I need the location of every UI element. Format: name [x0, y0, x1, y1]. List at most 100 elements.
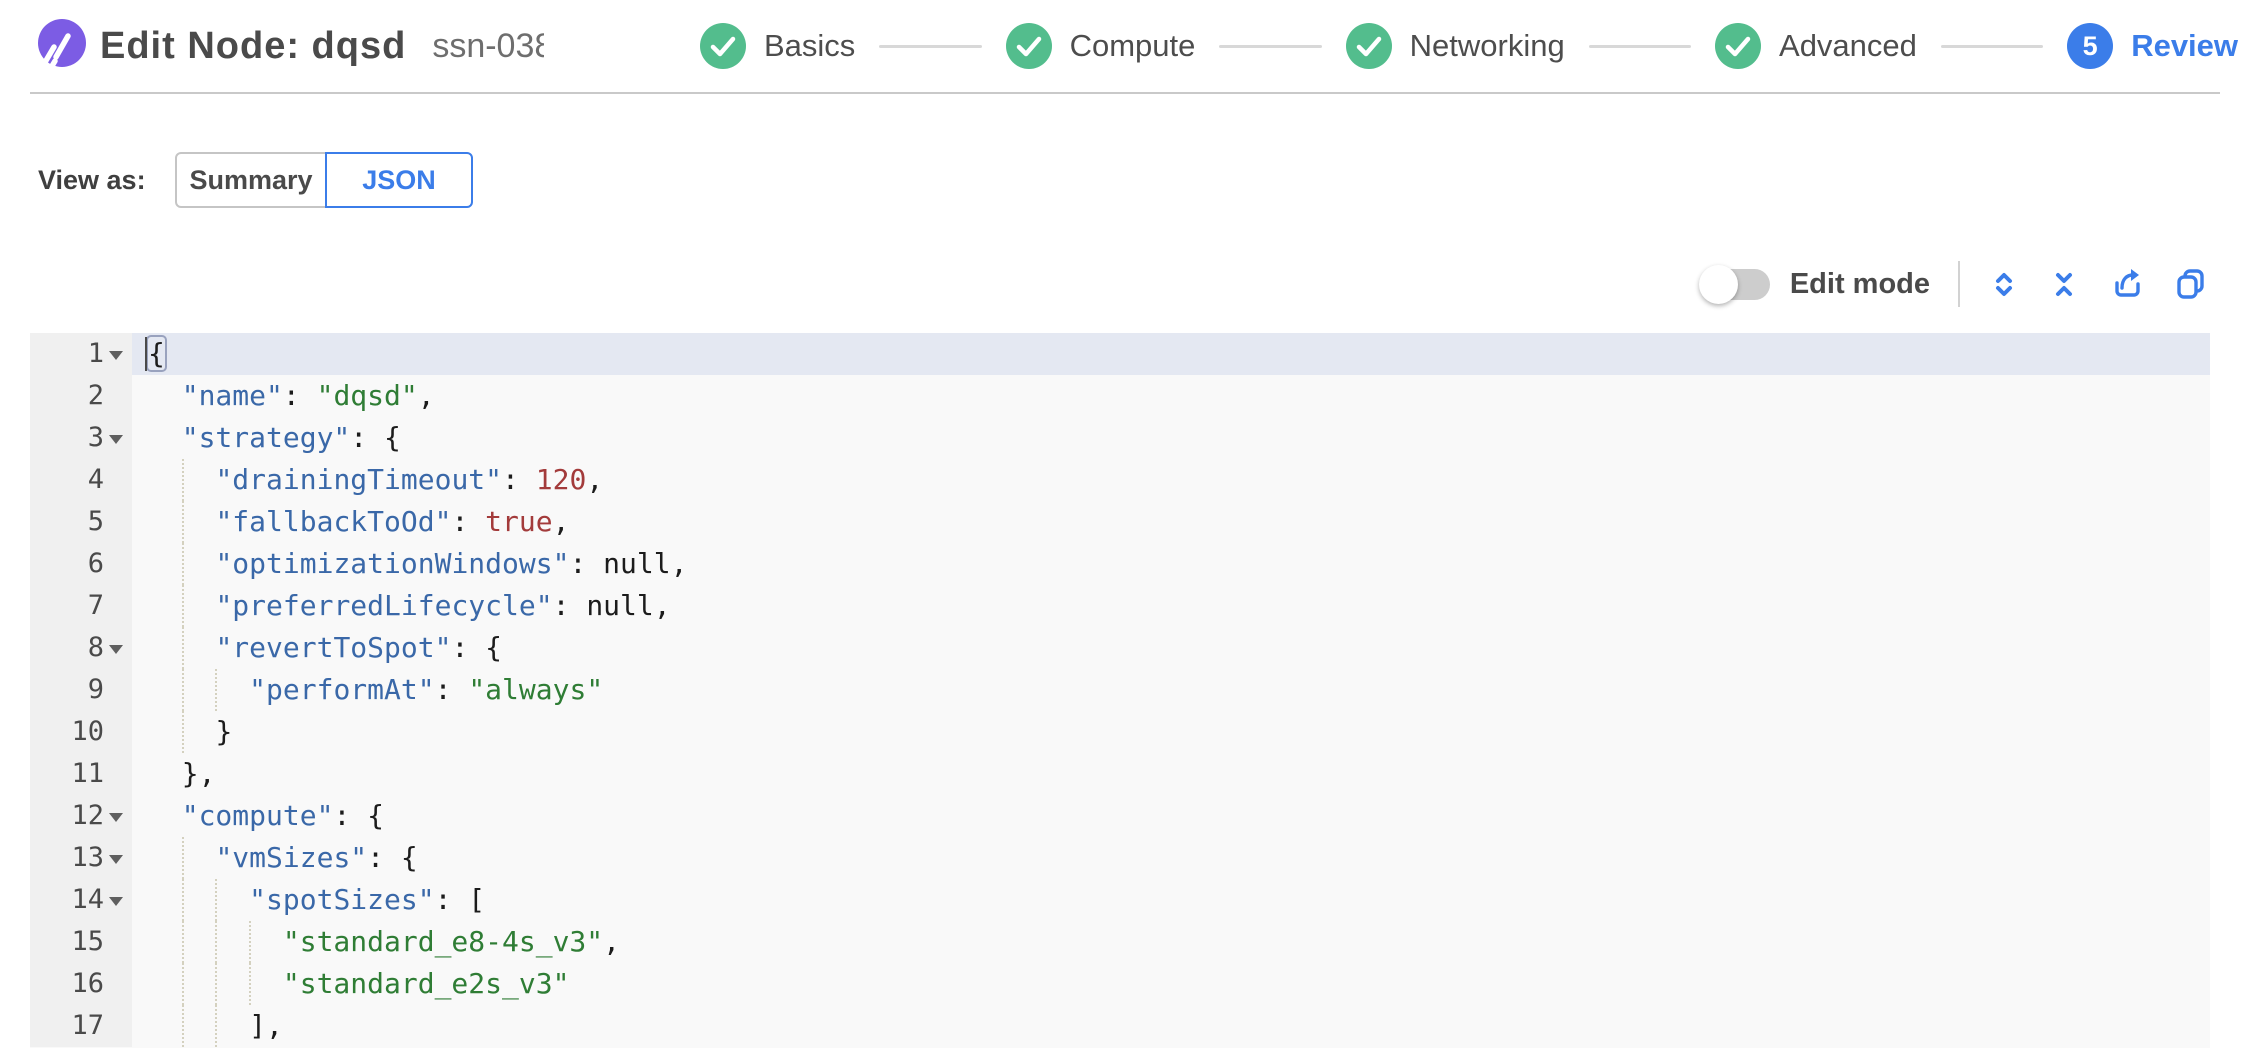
fold-toggle-icon[interactable]	[104, 837, 128, 879]
edit-mode-toggle[interactable]	[1698, 264, 1770, 304]
step-label: Compute	[1069, 28, 1196, 63]
step-networking[interactable]: Networking	[1345, 23, 1565, 69]
code-line: 9 "performAt": "always"	[30, 669, 2210, 711]
code-line: 4 "drainingTimeout": 120,	[30, 459, 2210, 501]
export-icon[interactable]	[2108, 266, 2144, 302]
node-id-subtitle: ssn-038	[432, 26, 545, 65]
indent-guide	[181, 585, 184, 627]
code-line-content[interactable]: {	[132, 333, 2210, 375]
spot-logo-icon	[32, 17, 88, 73]
step-label: Basics	[764, 28, 856, 63]
edit-mode-label: Edit mode	[1789, 267, 1930, 300]
code-line-content[interactable]: "standard_e8-4s_v3",	[132, 921, 2210, 963]
gutter-cell: 1	[30, 333, 132, 375]
step-connector	[1940, 44, 2044, 48]
code-line-content[interactable]: "fallbackToOd": true,	[132, 501, 2210, 543]
indent-guide	[215, 879, 218, 921]
gutter-cell: 16	[30, 963, 132, 1005]
collapse-all-icon[interactable]	[2048, 267, 2080, 301]
fold-spacer	[104, 669, 128, 711]
code-line-content[interactable]: "standard_e2s_v3"	[132, 963, 2210, 1005]
code-line-content[interactable]: "preferredLifecycle": null,	[132, 585, 2210, 627]
indent-guide	[181, 543, 184, 585]
gutter-cell: 12	[30, 795, 132, 837]
summary-button[interactable]: Summary	[175, 152, 327, 208]
step-label: Networking	[1409, 28, 1565, 63]
indent-guide	[249, 963, 252, 1005]
fold-toggle-icon[interactable]	[104, 879, 128, 921]
code-line: 1{	[30, 333, 2210, 375]
step-connector	[879, 44, 982, 48]
indent-guide	[181, 501, 184, 543]
code-line-content[interactable]: }	[132, 711, 2210, 753]
editor-toolbar: Edit mode	[1698, 258, 2208, 310]
indent-guide	[181, 963, 184, 1005]
indent-guide	[181, 627, 184, 669]
gutter-cell: 3	[30, 417, 132, 459]
copy-icon[interactable]	[2172, 266, 2208, 302]
code-line: 7 "preferredLifecycle": null,	[30, 585, 2210, 627]
gutter-cell: 11	[30, 753, 132, 795]
gutter-cell: 2	[30, 375, 132, 417]
code-line-content[interactable]: "name": "dqsd",	[181, 379, 435, 412]
indent-guide	[215, 669, 218, 711]
code-line-content[interactable]: "drainingTimeout": 120,	[132, 459, 2210, 501]
gutter-cell: 9	[30, 669, 132, 711]
wizard-steps: Basics Compute Networking	[700, 0, 2238, 92]
code-line: 2 "name": "dqsd",	[30, 375, 2210, 417]
line-number: 8	[87, 632, 104, 663]
line-number: 14	[71, 884, 104, 915]
fold-toggle-icon[interactable]	[104, 333, 128, 375]
gutter-cell: 8	[30, 627, 132, 669]
toggle-knob	[1698, 264, 1738, 304]
line-number: 6	[87, 548, 104, 579]
indent-guide	[181, 1005, 184, 1047]
gutter-cell: 5	[30, 501, 132, 543]
line-number: 1	[87, 338, 104, 369]
code-line: 5 "fallbackToOd": true,	[30, 501, 2210, 543]
line-number: 12	[71, 800, 104, 831]
code-line: 16 "standard_e2s_v3"	[30, 963, 2210, 1005]
code-line: 14 "spotSizes": [	[30, 879, 2210, 921]
step-advanced[interactable]: Advanced	[1715, 23, 1917, 69]
code-line-content[interactable]: "performAt": "always"	[132, 669, 2210, 711]
code-line: 11 },	[30, 753, 2210, 795]
step-connector	[1219, 44, 1322, 48]
code-line-content[interactable]: ],	[132, 1005, 2210, 1047]
indent-guide	[181, 879, 184, 921]
code-line-content[interactable]: "strategy": {	[181, 421, 401, 454]
step-number-badge: 5	[2067, 23, 2114, 69]
step-basics[interactable]: Basics	[700, 23, 855, 69]
line-number: 9	[87, 674, 104, 705]
code-line-content[interactable]: "spotSizes": [	[132, 879, 2210, 921]
check-icon	[1345, 23, 1392, 69]
expand-all-icon[interactable]	[1988, 267, 2020, 301]
indent-guide	[181, 669, 184, 711]
code-line: 3 "strategy": {	[30, 417, 2210, 459]
wizard-header: Edit Node: dqsd ssn-038 Basics Compute	[0, 0, 2250, 92]
check-icon	[700, 23, 746, 69]
json-editor[interactable]: 1{2 "name": "dqsd",3 "strategy": {4 "dra…	[30, 333, 2210, 1048]
fold-toggle-icon[interactable]	[104, 795, 128, 837]
line-number: 17	[71, 1010, 104, 1041]
step-compute[interactable]: Compute	[1005, 23, 1196, 69]
step-review[interactable]: 5 Review	[2067, 23, 2238, 69]
indent-guide	[215, 963, 218, 1005]
fold-toggle-icon[interactable]	[104, 627, 128, 669]
code-line-content[interactable]: "compute": {	[181, 799, 385, 832]
code-line-content[interactable]: },	[181, 757, 216, 790]
gutter-cell: 17	[30, 1005, 132, 1047]
indent-guide	[181, 711, 184, 753]
code-line-content[interactable]: "revertToSpot": {	[132, 627, 2210, 669]
fold-spacer	[104, 753, 128, 795]
view-as-label: View as:	[38, 164, 146, 195]
code-line-content[interactable]: "vmSizes": {	[132, 837, 2210, 879]
fold-toggle-icon[interactable]	[104, 417, 128, 459]
toolbar-divider	[1958, 261, 1960, 307]
code-line: 12 "compute": {	[30, 795, 2210, 837]
step-label: Advanced	[1779, 28, 1917, 63]
code-line-content[interactable]: "optimizationWindows": null,	[132, 543, 2210, 585]
json-button[interactable]: JSON	[325, 152, 473, 208]
fold-spacer	[104, 711, 128, 753]
